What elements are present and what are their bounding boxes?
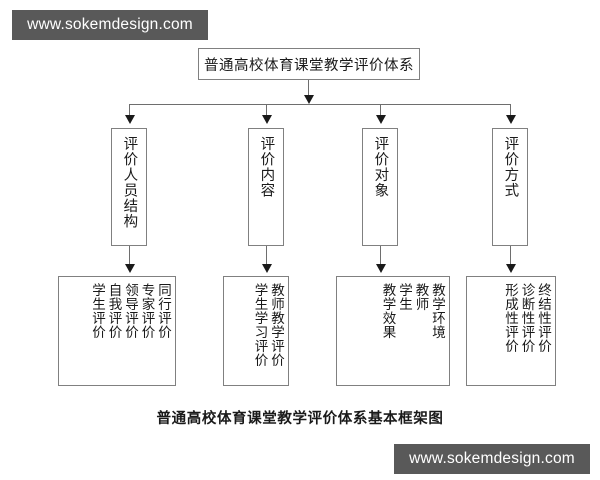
leaf-label-1-2: 专家评价 — [139, 283, 155, 339]
connector-root-down — [308, 80, 309, 97]
leaf-label-3-3: 学生 — [397, 283, 412, 311]
leaf-label-3-1: 教学环境 — [430, 283, 445, 339]
leaf-node-box-2: 教师教学评价 学生学习评价 — [223, 276, 289, 386]
leaf-label-1-1: 同行评价 — [156, 283, 171, 339]
leaf-label-3-2: 教师 — [413, 283, 429, 311]
connector-branch-1-to-leaf — [129, 246, 130, 266]
branch-label-1: 评价人员结构 — [121, 136, 138, 229]
branch-label-4: 评价方式 — [502, 136, 519, 198]
watermark-bottom: www.sokemdesign.com — [394, 444, 590, 474]
figure-caption: 普通高校体育课堂教学评价体系基本框架图 — [156, 411, 444, 427]
leaf-label-4-1: 终结性评价 — [536, 283, 551, 353]
arrow-branch-1-icon — [125, 115, 135, 124]
arrow-leaf-3-icon — [376, 264, 386, 273]
branch-label-2: 评价内容 — [258, 136, 275, 198]
leaf-label-1-5: 学生评价 — [90, 283, 105, 339]
leaf-label-4-3: 形成性评价 — [503, 283, 518, 353]
connector-branch-4-to-leaf — [510, 246, 511, 266]
connector-horizontal-bus — [129, 104, 510, 105]
connector-branch-3-to-leaf — [380, 246, 381, 266]
arrow-branch-3-icon — [376, 115, 386, 124]
watermark-top: www.sokemdesign.com — [12, 10, 208, 40]
connector-bus-to-branch-4 — [510, 104, 511, 117]
arrow-leaf-4-icon — [506, 264, 516, 273]
arrow-branch-4-icon — [506, 115, 516, 124]
leaf-label-2-1: 教师教学评价 — [269, 283, 284, 367]
arrow-leaf-1-icon — [125, 264, 135, 273]
branch-node-box-3: 评价对象 — [362, 128, 398, 246]
connector-bus-to-branch-3 — [380, 104, 381, 117]
arrow-root-down-icon — [304, 95, 314, 104]
leaf-node-box-3: 教学环境 教师 学生 教学效果 — [336, 276, 450, 386]
connector-bus-to-branch-1 — [129, 104, 130, 117]
leaf-node-box-1: 同行评价 专家评价 领导评价 自我评价 学生评价 — [58, 276, 176, 386]
leaf-label-3-4: 教学效果 — [380, 283, 396, 339]
branch-label-3: 评价对象 — [372, 136, 389, 198]
leaf-label-1-3: 领导评价 — [123, 283, 138, 339]
arrow-branch-2-icon — [262, 115, 272, 124]
leaf-label-1-4: 自我评价 — [106, 283, 122, 339]
branch-node-box-2: 评价内容 — [248, 128, 284, 246]
arrow-leaf-2-icon — [262, 264, 272, 273]
root-node-box: 普通高校体育课堂教学评价体系 — [198, 48, 420, 80]
leaf-node-box-4: 终结性评价 诊断性评价 形成性评价 — [466, 276, 556, 386]
leaf-label-2-2: 学生学习评价 — [252, 283, 268, 367]
leaf-label-4-2: 诊断性评价 — [519, 283, 535, 353]
connector-bus-to-branch-2 — [266, 104, 267, 117]
branch-node-box-1: 评价人员结构 — [111, 128, 147, 246]
branch-node-box-4: 评价方式 — [492, 128, 528, 246]
connector-branch-2-to-leaf — [266, 246, 267, 266]
